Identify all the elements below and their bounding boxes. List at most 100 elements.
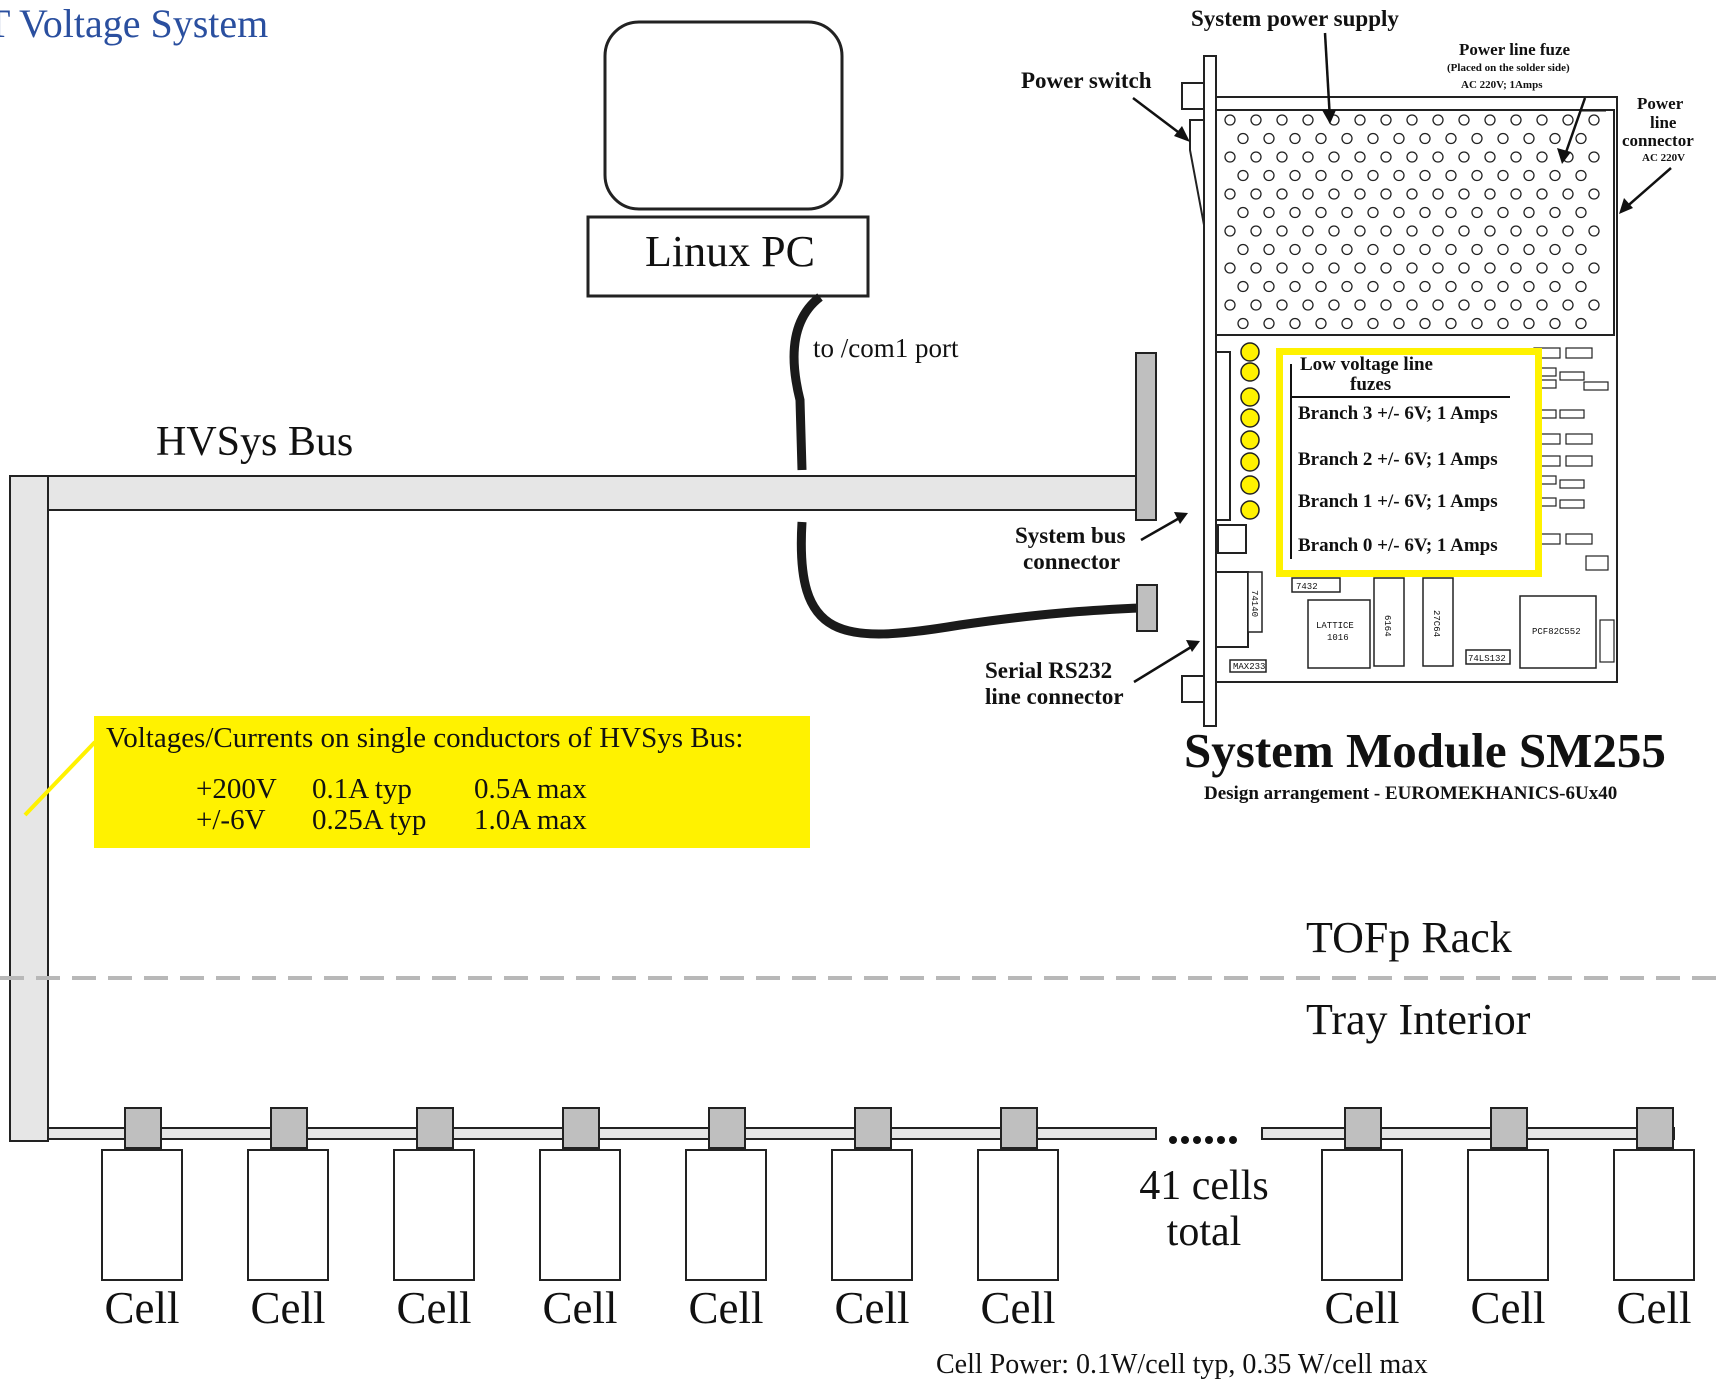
vent-hole xyxy=(1510,188,1522,200)
vent-hole xyxy=(1406,151,1418,163)
vent-hole xyxy=(1341,243,1353,256)
vent-hole xyxy=(1510,262,1522,274)
vent-hole xyxy=(1289,169,1301,182)
vent-hole xyxy=(1419,206,1431,219)
conductor-specs-title: Voltages/Currents on single conductors o… xyxy=(106,722,744,754)
conductor-specs-box xyxy=(94,716,810,848)
fuses-title: fuzes xyxy=(1350,374,1392,395)
vent-hole xyxy=(1419,243,1431,256)
vent-hole xyxy=(1276,299,1288,311)
vent-hole xyxy=(1562,299,1574,311)
vent-hole xyxy=(1263,132,1275,145)
fuze-annotation-title: Power line fuze xyxy=(1459,40,1571,59)
arrow-heads xyxy=(1174,110,1633,652)
power-switch-annotation: Power switch xyxy=(1021,68,1152,93)
vent-hole xyxy=(1497,243,1509,256)
fuze-annotation-note: (Placed on the solder side) xyxy=(1447,62,1570,74)
vent-hole xyxy=(1250,299,1262,311)
vent-hole xyxy=(1354,262,1366,274)
spec-maximum: 0.5A max xyxy=(474,773,587,805)
vent-hole xyxy=(1497,206,1509,219)
vent-hole xyxy=(1250,114,1262,126)
vent-hole xyxy=(1328,225,1340,237)
vent-hole xyxy=(1237,132,1249,145)
vent-hole xyxy=(1523,169,1535,182)
vent-hole xyxy=(1471,280,1483,293)
vent-hole xyxy=(1575,243,1587,256)
cell-body xyxy=(1467,1149,1549,1281)
vent-hole xyxy=(1302,225,1314,237)
vent-hole xyxy=(1432,225,1444,237)
vent-hole xyxy=(1380,225,1392,237)
vent-hole xyxy=(1549,317,1561,330)
vent-hole xyxy=(1367,280,1379,293)
vent-hole xyxy=(1380,188,1392,200)
vent-hole xyxy=(1289,243,1301,256)
vent-hole xyxy=(1393,206,1405,219)
vent-hole xyxy=(1354,114,1366,126)
vent-hole xyxy=(1341,206,1353,219)
vent-hole xyxy=(1250,151,1262,163)
vent-hole xyxy=(1341,317,1353,330)
vent-hole xyxy=(1289,206,1301,219)
vent-hole xyxy=(1224,188,1236,200)
bus-connector-annotation: connector xyxy=(1023,549,1121,574)
cell-body xyxy=(685,1149,767,1281)
vent-hole xyxy=(1575,317,1587,330)
chip-label: 74LS132 xyxy=(1468,654,1506,664)
connector-annotation: Power xyxy=(1637,94,1684,113)
fuse-branch: Branch 3 +/- 6V; 1 Amps xyxy=(1298,403,1498,424)
vent-hole xyxy=(1406,299,1418,311)
vent-hole xyxy=(1432,188,1444,200)
fuses-title: Low voltage line xyxy=(1300,354,1433,375)
cell-label: Cell xyxy=(688,1283,764,1333)
vent-hole xyxy=(1367,132,1379,145)
vent-hole xyxy=(1302,151,1314,163)
module-subtitle: Design arrangement - EUROMEKHANICS-6Ux40 xyxy=(1204,783,1618,804)
spec-typical: 0.25A typ xyxy=(312,804,427,836)
vent-hole xyxy=(1471,317,1483,330)
tray-zone-label: Tray Interior xyxy=(1306,995,1531,1044)
vent-hole xyxy=(1445,243,1457,256)
vent-hole xyxy=(1315,206,1327,219)
vent-hole xyxy=(1432,299,1444,311)
vent-hole xyxy=(1510,114,1522,126)
vent-hole xyxy=(1562,262,1574,274)
connector-annotation: connector xyxy=(1622,131,1694,150)
chip-label: 74140 xyxy=(1249,590,1259,617)
vent-hole xyxy=(1315,169,1327,182)
vent-hole xyxy=(1380,262,1392,274)
vent-hole xyxy=(1328,151,1340,163)
vent-hole xyxy=(1250,262,1262,274)
chip-label: 27C64 xyxy=(1431,610,1441,637)
vent-hole xyxy=(1484,188,1496,200)
vent-hole xyxy=(1575,169,1587,182)
vent-hole xyxy=(1458,299,1470,311)
vent-hole xyxy=(1549,132,1561,145)
chip-label: 7432 xyxy=(1296,582,1318,592)
cell-body xyxy=(831,1149,913,1281)
cell-connector xyxy=(708,1107,746,1149)
vent-hole xyxy=(1406,114,1418,126)
vent-hole xyxy=(1458,114,1470,126)
vent-hole xyxy=(1367,243,1379,256)
vent-hole xyxy=(1588,299,1600,311)
serial-annotation: Serial RS232 xyxy=(985,658,1113,683)
diagram-title: T Voltage System xyxy=(0,1,269,46)
vent-hole xyxy=(1263,317,1275,330)
vent-hole xyxy=(1289,132,1301,145)
vent-hole xyxy=(1419,317,1431,330)
bus-connector-annotation: System bus xyxy=(1015,523,1126,548)
vent-hole xyxy=(1354,151,1366,163)
cell-connector xyxy=(562,1107,600,1149)
power-supply-annotation: System power supply xyxy=(1191,6,1399,31)
vent-hole xyxy=(1250,225,1262,237)
vent-hole xyxy=(1523,206,1535,219)
tray-rail-left xyxy=(47,1127,1157,1140)
cell-body xyxy=(977,1149,1059,1281)
power-supply-grid xyxy=(1215,109,1615,336)
vent-hole xyxy=(1263,206,1275,219)
vent-hole xyxy=(1341,169,1353,182)
cell-label: Cell xyxy=(980,1283,1056,1333)
